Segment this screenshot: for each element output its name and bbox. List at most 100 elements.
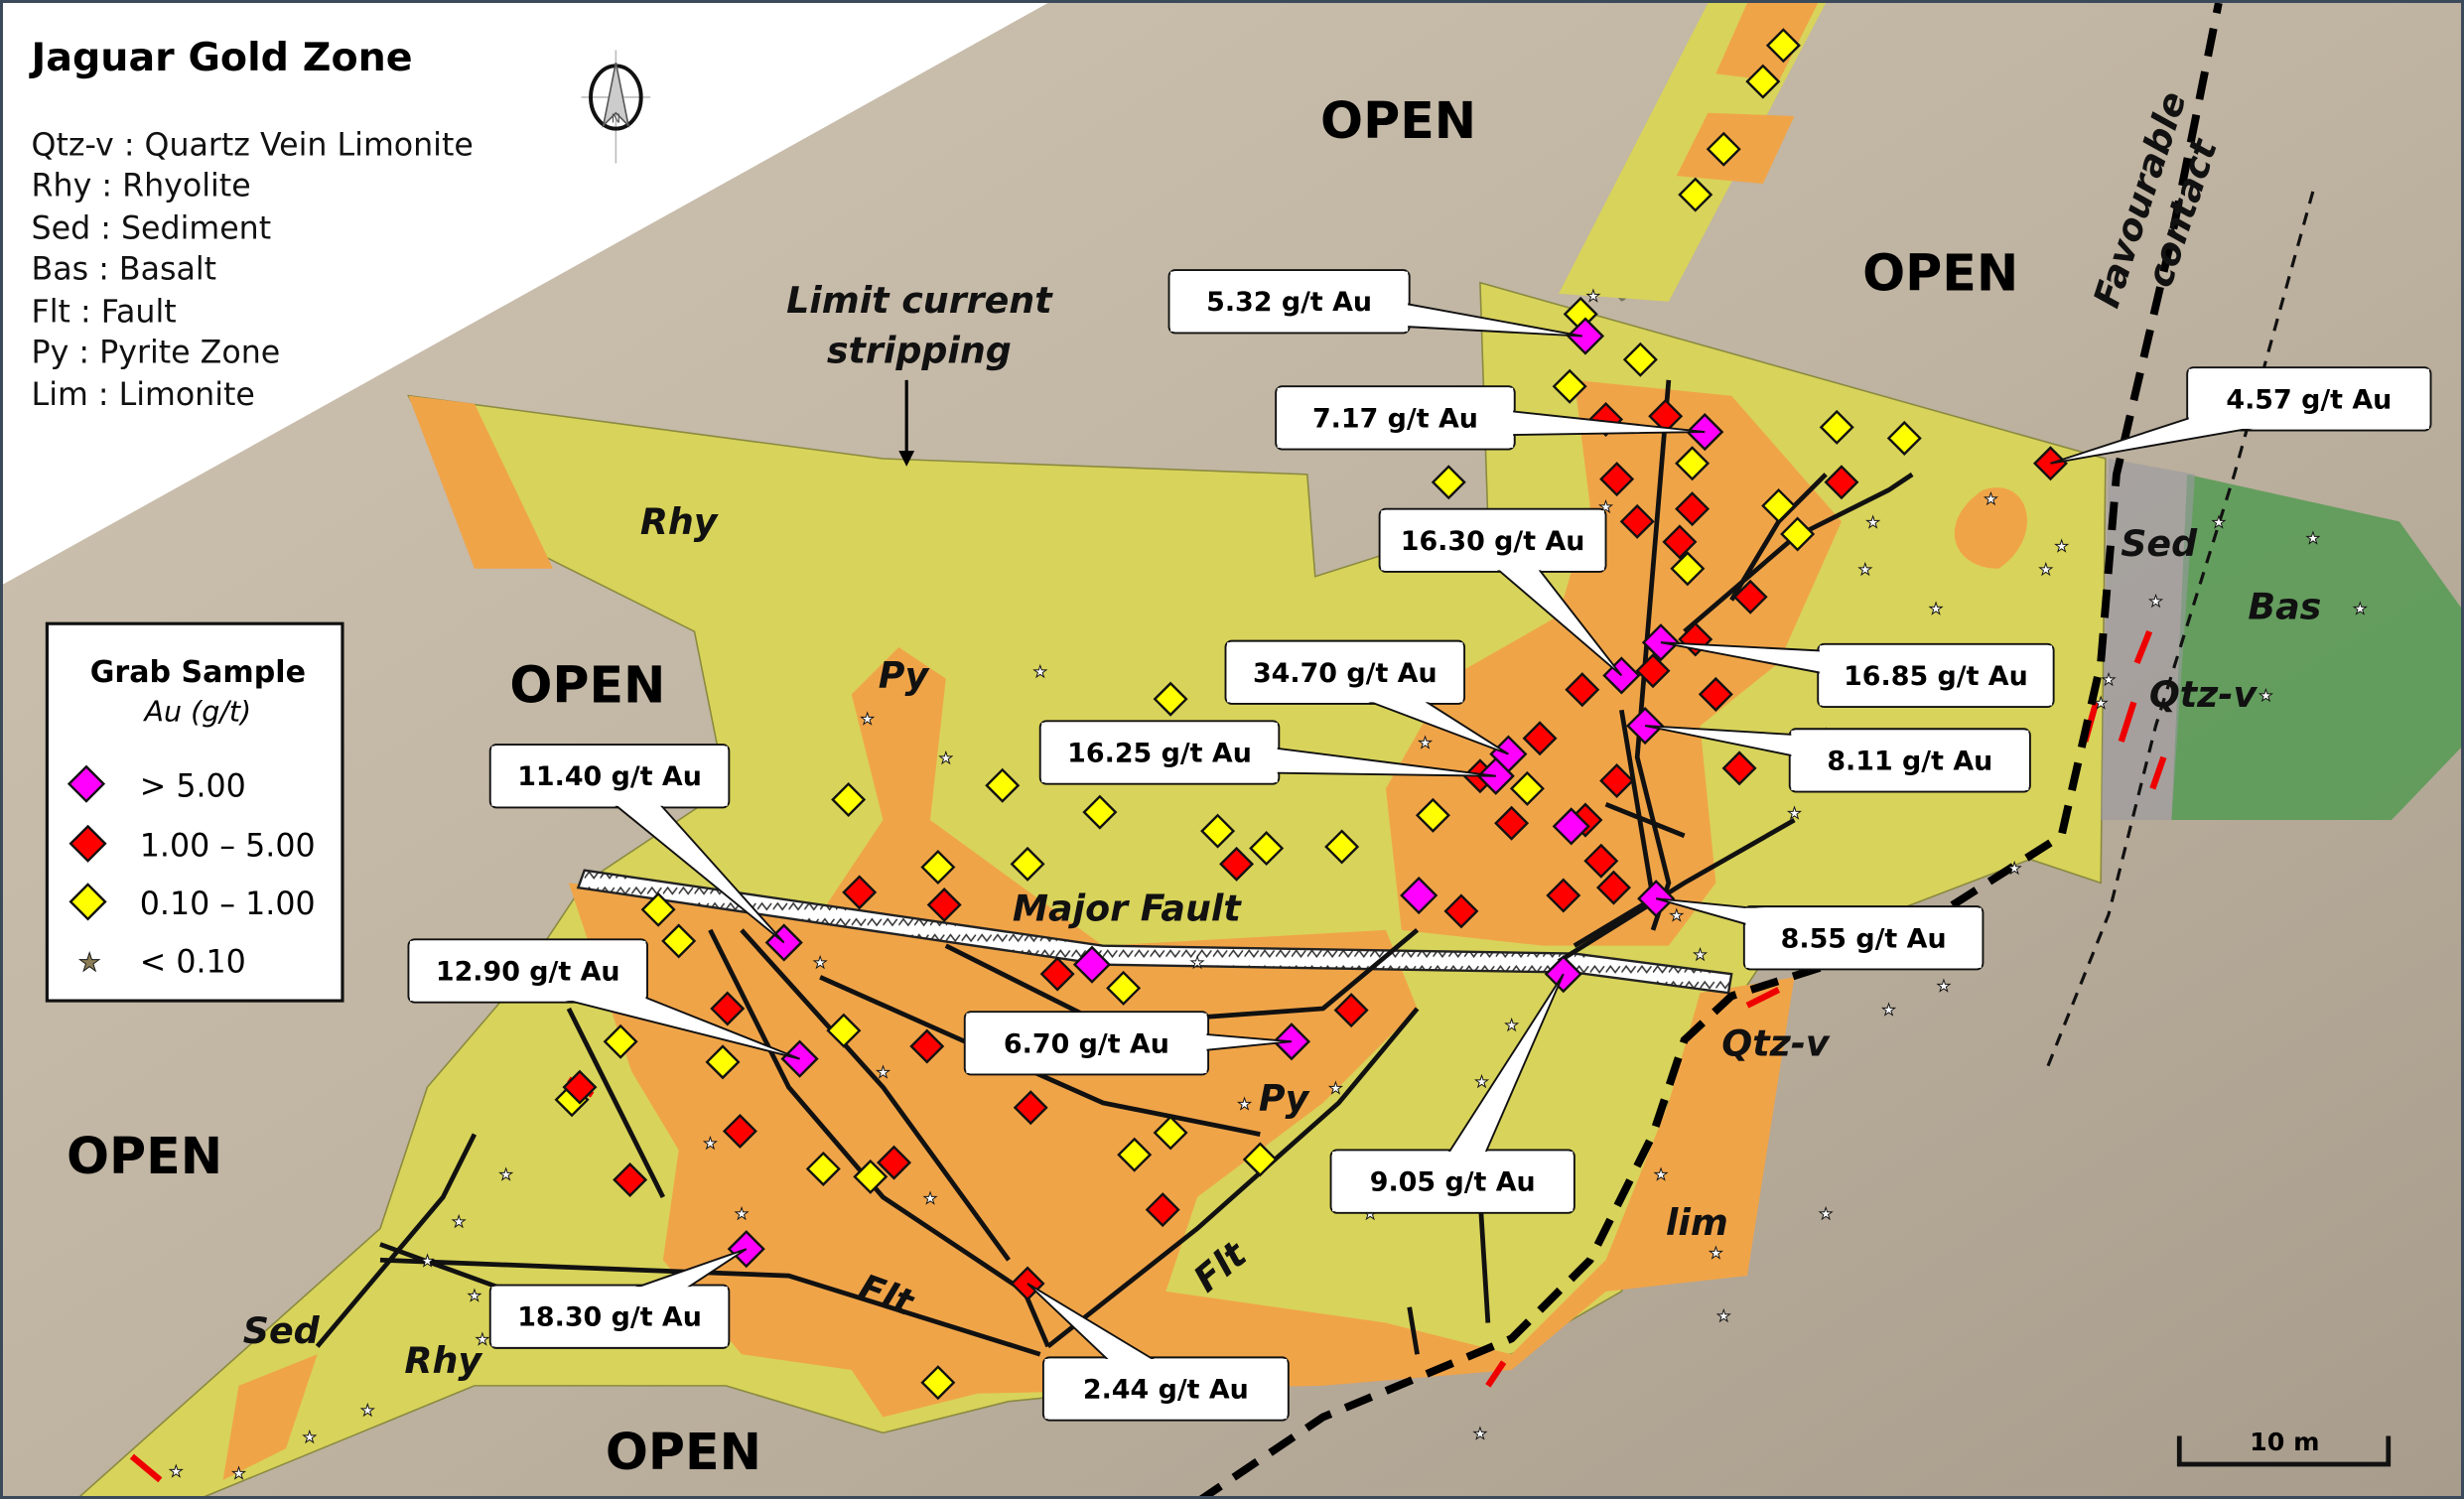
sample-marker-below-0.10: ★ xyxy=(813,955,827,972)
callout-grade: 2.44 g/t Au xyxy=(1083,1375,1249,1406)
sample-marker-below-0.10: ★ xyxy=(1190,955,1204,972)
secondary-contact-line xyxy=(2044,191,2315,1072)
abbreviation: Flt : Fault xyxy=(32,294,177,330)
callout-fill xyxy=(1277,387,1514,448)
sample-marker-below-0.10: ★ xyxy=(1929,602,1943,618)
callout-grade: 6.70 g/t Au xyxy=(1004,1028,1169,1059)
sample-marker-1-to-5 xyxy=(1662,524,1698,560)
callout-grade: 18.30 g/t Au xyxy=(517,1302,702,1333)
sample-marker-1-to-5 xyxy=(613,1162,648,1198)
sample-marker-below-0.10: ★ xyxy=(1787,805,1801,822)
sample-marker-0.1-to-1 xyxy=(640,891,676,927)
rhy-label: Rhy xyxy=(640,500,719,543)
legend-diamond-magenta-icon xyxy=(67,764,106,803)
sample-marker-below-0.10: ★ xyxy=(1418,735,1432,751)
limit-stripping-label: stripping xyxy=(827,329,1012,371)
sample-marker-0.1-to-1 xyxy=(920,850,956,886)
sample-marker-1-to-5 xyxy=(1565,672,1600,708)
sample-marker-1-to-5 xyxy=(1546,878,1581,913)
sample-marker-1-to-5 xyxy=(1583,843,1619,879)
sample-marker-1-to-5 xyxy=(1522,721,1558,756)
abbreviation: Bas : Basalt xyxy=(32,252,217,288)
callout-fill xyxy=(1044,1358,1288,1420)
sample-marker-below-0.10: ★ xyxy=(1819,1206,1833,1223)
limit-stripping-arrow xyxy=(898,379,915,467)
legend-label: 1.00 – 5.00 xyxy=(140,828,316,864)
open-label: OPEN xyxy=(1862,244,2018,303)
sample-callout: 34.70 g/t Au xyxy=(1224,639,1509,755)
sample-marker-1-to-5 xyxy=(1494,805,1530,841)
sample-marker-below-0.10: ★ xyxy=(1693,947,1707,964)
legend-subtitle: Au (g/t) xyxy=(143,695,252,728)
legend-label: > 5.00 xyxy=(140,768,246,804)
sample-marker-0.1-to-1 xyxy=(1819,409,1854,445)
sample-marker-below-0.10: ★ xyxy=(303,1430,317,1446)
callout-fill xyxy=(491,746,728,806)
sample-marker-0.1-to-1 xyxy=(603,1023,638,1059)
sample-marker-1-to-5 xyxy=(842,875,878,910)
sample-marker-1-to-5 xyxy=(1721,750,1757,786)
sample-marker-below-0.10: ★ xyxy=(2148,594,2162,611)
callout-fill xyxy=(966,1013,1207,1073)
open-label: OPEN xyxy=(1320,91,1476,150)
sample-marker-0.1-to-1 xyxy=(1153,681,1188,717)
sample-marker-0.1-to-1 xyxy=(1106,970,1142,1006)
sample-marker-below-0.10: ★ xyxy=(2259,688,2272,705)
abbreviation: Sed : Sediment xyxy=(32,210,272,246)
sample-marker-below-0.10: ★ xyxy=(1586,289,1600,306)
sample-marker-below-0.10: ★ xyxy=(1937,979,1951,996)
sample-marker-0.1-to-1 xyxy=(920,1365,956,1401)
sample-marker-below-0.10: ★ xyxy=(1858,562,1872,579)
sample-callout: 11.40 g/t Au xyxy=(488,744,785,944)
sample-marker-below-0.10: ★ xyxy=(2094,696,2108,713)
sample-marker-0.1-to-1 xyxy=(1761,487,1797,524)
legend-star-icon: ★ xyxy=(78,949,101,977)
favourable-contact-line xyxy=(1198,3,2223,1496)
sample-marker-1-to-5 xyxy=(1595,870,1631,905)
open-label: OPEN xyxy=(509,655,665,714)
sample-marker-above-5 xyxy=(1566,317,1605,355)
lim-label: lim xyxy=(1666,1201,1728,1244)
north-arrow-icon: N xyxy=(581,50,651,164)
sample-marker-below-0.10: ★ xyxy=(2007,861,2021,878)
abbreviation-list: Qtz-v : Quartz Vein Limonite Rhy : Rhyol… xyxy=(32,128,474,414)
sample-marker-below-0.10: ★ xyxy=(923,1190,937,1207)
legend-label: < 0.10 xyxy=(140,945,246,981)
sample-marker-0.1-to-1 xyxy=(1010,846,1045,882)
north-letter: N xyxy=(612,110,620,125)
sample-marker-0.1-to-1 xyxy=(1200,813,1236,849)
sample-marker-below-0.10: ★ xyxy=(1984,491,1997,508)
callout-fill xyxy=(1819,645,2053,706)
sample-marker-0.1-to-1 xyxy=(1082,794,1118,830)
sample-marker-below-0.10: ★ xyxy=(452,1214,466,1231)
sample-marker-1-to-5 xyxy=(1219,846,1255,882)
sample-marker-below-0.10: ★ xyxy=(169,1464,183,1481)
callout-fill xyxy=(1332,1152,1574,1212)
callout-grade: 16.85 g/t Au xyxy=(1844,661,2028,692)
sample-marker-below-0.10: ★ xyxy=(1670,907,1684,924)
legend-diamond-red-icon xyxy=(68,824,107,863)
sample-marker-below-0.10: ★ xyxy=(360,1403,374,1420)
callout-fill xyxy=(1041,722,1278,783)
sample-marker-1-to-5 xyxy=(1443,893,1479,929)
road-orange xyxy=(1715,3,1819,82)
sample-marker-below-0.10: ★ xyxy=(2102,672,2116,689)
sample-marker-0.1-to-1 xyxy=(1745,64,1781,99)
sample-marker-below-0.10: ★ xyxy=(498,1167,512,1184)
callout-grade: 11.40 g/t Au xyxy=(517,761,702,792)
sample-callout: 12.90 g/t Au xyxy=(407,938,800,1060)
sample-callout: 16.30 g/t Au xyxy=(1378,507,1623,677)
sample-marker-below-0.10: ★ xyxy=(1881,1002,1895,1019)
sample-marker-0.1-to-1 xyxy=(1780,516,1816,552)
sample-marker-0.1-to-1 xyxy=(826,1013,862,1048)
callout-grade: 12.90 g/t Au xyxy=(436,957,620,988)
sample-marker-1-to-5 xyxy=(1039,956,1075,992)
rhy-label: Rhy xyxy=(404,1339,482,1382)
sample-marker-below-0.10: ★ xyxy=(1328,1080,1342,1097)
sample-marker-0.1-to-1 xyxy=(831,781,867,817)
sample-marker-1-to-5 xyxy=(1732,579,1768,614)
sample-marker-1-to-5 xyxy=(1145,1192,1180,1228)
callout-fill xyxy=(410,940,646,1002)
callout-fill xyxy=(1745,907,1982,968)
